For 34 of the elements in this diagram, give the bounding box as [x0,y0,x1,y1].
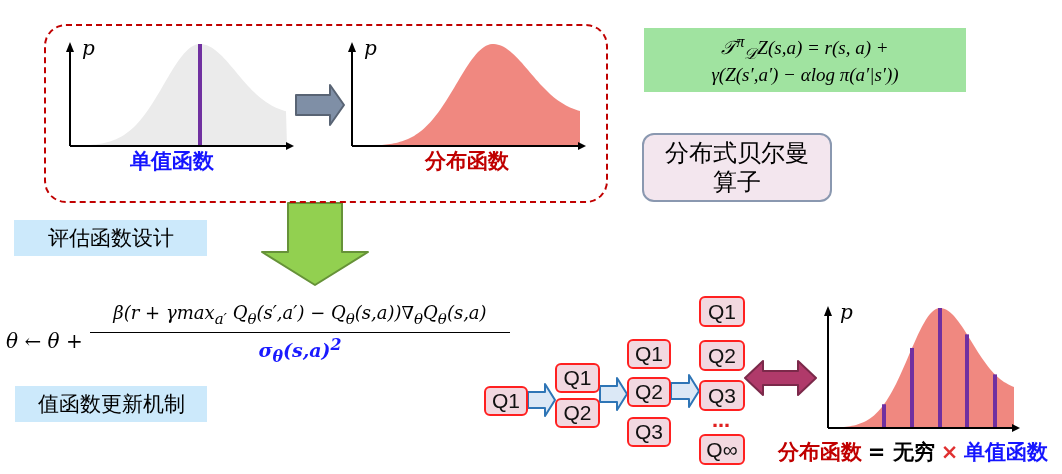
q-box: Q1 [555,363,600,393]
q-box: Q3 [627,417,671,447]
q-box: Q2 [555,398,600,428]
block-arrow [599,377,628,411]
formula-box: 𝒯$^{π}$$_{𝒟}$Z(s,a) = r(s, a) + γ(Z(s′,a′) − αlog π(a′|s′)) [644,28,966,92]
denominator: σ$_{θ}$(s,a)$^{2}$ [258,335,342,368]
chart-caption: 分布函数 [777,439,862,466]
ellipsis-label: … [712,412,730,430]
operator-box: 分布式贝尔曼算子 [642,133,832,202]
axis-label: p [840,302,853,322]
chart-caption: × [940,440,959,464]
q-box: Q2 [699,340,745,371]
q-box: Q2 [627,377,671,407]
section-label: 评估函数设计 [14,220,207,256]
section-label: 值函数更新机制 [15,386,207,422]
block-arrow [261,202,369,286]
block-arrow [744,360,817,396]
axis-label: p [364,38,377,58]
q-box: Q1 [627,339,671,369]
q-box: Q1 [484,386,528,416]
q-box: Q1 [699,296,745,327]
formula-text: θ ← θ + [6,329,83,353]
numerator: β(r + γmax$_{a′}$ Q$_{θ}$(s′,a′) − Q$_{θ}$(s,a))∇$_{θ}$Q$_{θ}$(s,a) [113,301,487,330]
block-arrow [527,383,556,417]
q-box: Q3 [699,380,745,411]
chart-caption: 单值函数 [130,148,214,175]
chart-caption: 分布函数 [425,148,509,175]
chart-caption: = 无穷 [867,439,935,466]
axis-label: p [82,38,95,58]
chart-caption: 单值函数 [964,439,1049,466]
block-arrow [295,84,345,126]
q-box: Q∞ [699,434,745,465]
dashed-frame [44,24,608,203]
block-arrow [670,374,700,408]
